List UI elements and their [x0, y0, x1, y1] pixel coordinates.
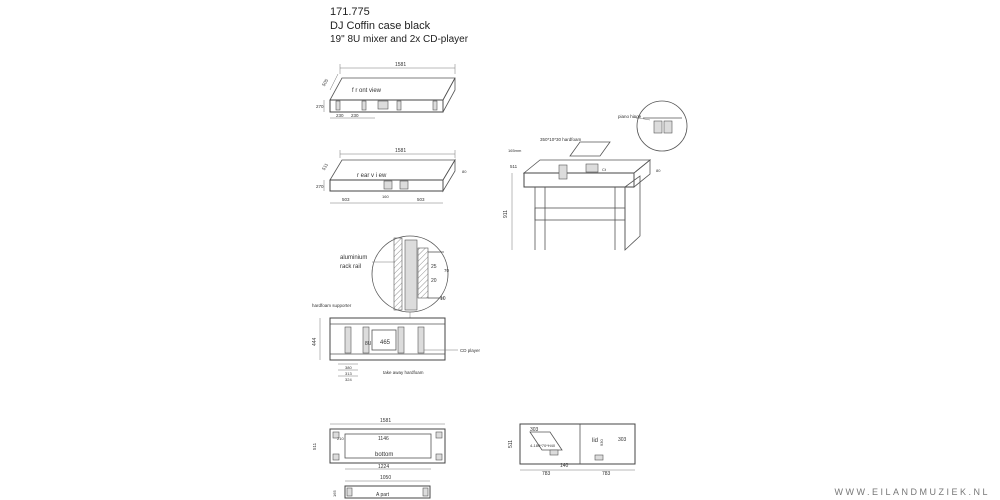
watermark: WWW.EILANDMUZIEK.NL: [834, 487, 990, 497]
lid-dim-303b: 303: [618, 437, 627, 443]
lid-dim-930: 930: [599, 439, 604, 446]
rear-dim-right: 503: [417, 197, 425, 202]
product-code: 171.775: [330, 6, 370, 18]
section-dim-465: 465: [380, 340, 391, 346]
rear-dim-left: 503: [342, 197, 350, 202]
rear-dim-depth: 511: [321, 162, 329, 171]
lid-label: lid: [592, 438, 598, 444]
open-view-drawing: piano hinge 350*10*30 hardfoam 165mm Ct …: [503, 100, 688, 251]
front-dim-depth: 505: [321, 78, 329, 87]
lid-dim-140: 140: [560, 463, 569, 469]
lid-dim-783b: 783: [602, 471, 611, 477]
open-dim-ct: Ct: [602, 167, 607, 172]
open-dim-mm: 165mm: [508, 148, 522, 153]
bottom-view-drawing: 1581 1146 bottom 210 1224 511: [312, 418, 446, 470]
product-title: DJ Coffin case black: [330, 20, 431, 32]
a-part-dim-side: 165: [332, 490, 337, 497]
section-dim-380: 380: [345, 365, 352, 370]
detail-dim-20: 20: [431, 278, 437, 284]
rear-dim-length: 1581: [395, 148, 406, 154]
a-part-label: A part: [376, 492, 390, 498]
a-part-drawing: 1050 A part 165: [332, 475, 431, 499]
section-dim-444: 444: [312, 337, 318, 346]
rear-dim-height: 270: [316, 184, 324, 189]
lid-dim-783a: 783: [542, 471, 551, 477]
open-dim-small: 80: [656, 168, 661, 173]
front-view-drawing: 1581 f r ont view 270 505 230 230: [316, 62, 456, 119]
rack-rail-detail: aluminium rack rail 25 20 10 70: [340, 235, 450, 318]
a-part-dim-length: 1050: [380, 475, 391, 481]
lid-note: 4-180*70*H40: [530, 443, 556, 448]
rear-view-drawing: 1581 r ear v i ew 270 511 503 503 160 80: [316, 148, 467, 204]
cd-player-label: CD player: [460, 348, 481, 353]
detail-dim-25: 25: [431, 264, 437, 270]
section-view-drawing: hardfoam supporter 465 8U 444 CD player …: [312, 303, 481, 382]
lid-dim-303a: 303: [530, 427, 539, 433]
take-away-hardfoam-label: take away hardfoam: [383, 370, 424, 375]
front-dim-a: 230: [336, 113, 344, 118]
lid-dim-511: 511: [508, 440, 514, 448]
open-dim-depth: 511: [510, 164, 518, 169]
product-subtitle: 19" 8U mixer and 2x CD-player: [330, 34, 469, 45]
rear-dim-mid: 160: [382, 194, 389, 199]
hardfoam-label: 350*10*30 hardfoam: [540, 137, 582, 142]
bottom-dim-lower: 1224: [378, 464, 389, 470]
front-view-label: f r ont view: [352, 88, 382, 94]
rear-dim-side: 80: [462, 169, 467, 174]
detail-dim-70: 70: [444, 268, 450, 273]
rail-label-1: aluminium: [340, 255, 367, 261]
bottom-dim-side: 511: [312, 442, 317, 450]
hardfoam-supporter-label: hardfoam supporter: [312, 303, 352, 308]
bottom-dim-210: 210: [337, 436, 344, 441]
rear-view-label: r ear v i ew: [357, 173, 387, 179]
bottom-dim-length: 1581: [380, 418, 391, 424]
section-dim-313: 313: [345, 371, 352, 376]
piano-hinge-label: piano hinge: [618, 114, 642, 119]
front-dim-length: 1581: [395, 62, 406, 68]
lid-view-drawing: 303 303 4-180*70*H40 lid 140 930 783 783…: [508, 423, 636, 477]
section-dim-324: 324: [345, 377, 352, 382]
bottom-label: bottom: [375, 452, 393, 458]
detail-dim-10: 10: [440, 296, 446, 302]
open-dim-height: 911: [503, 210, 509, 218]
section-dim-8u: 8U: [365, 341, 372, 347]
rail-label-2: rack rail: [340, 264, 361, 270]
front-dim-b: 230: [351, 113, 359, 118]
bottom-dim-inner: 1146: [378, 436, 389, 442]
front-dim-height: 270: [316, 104, 324, 109]
